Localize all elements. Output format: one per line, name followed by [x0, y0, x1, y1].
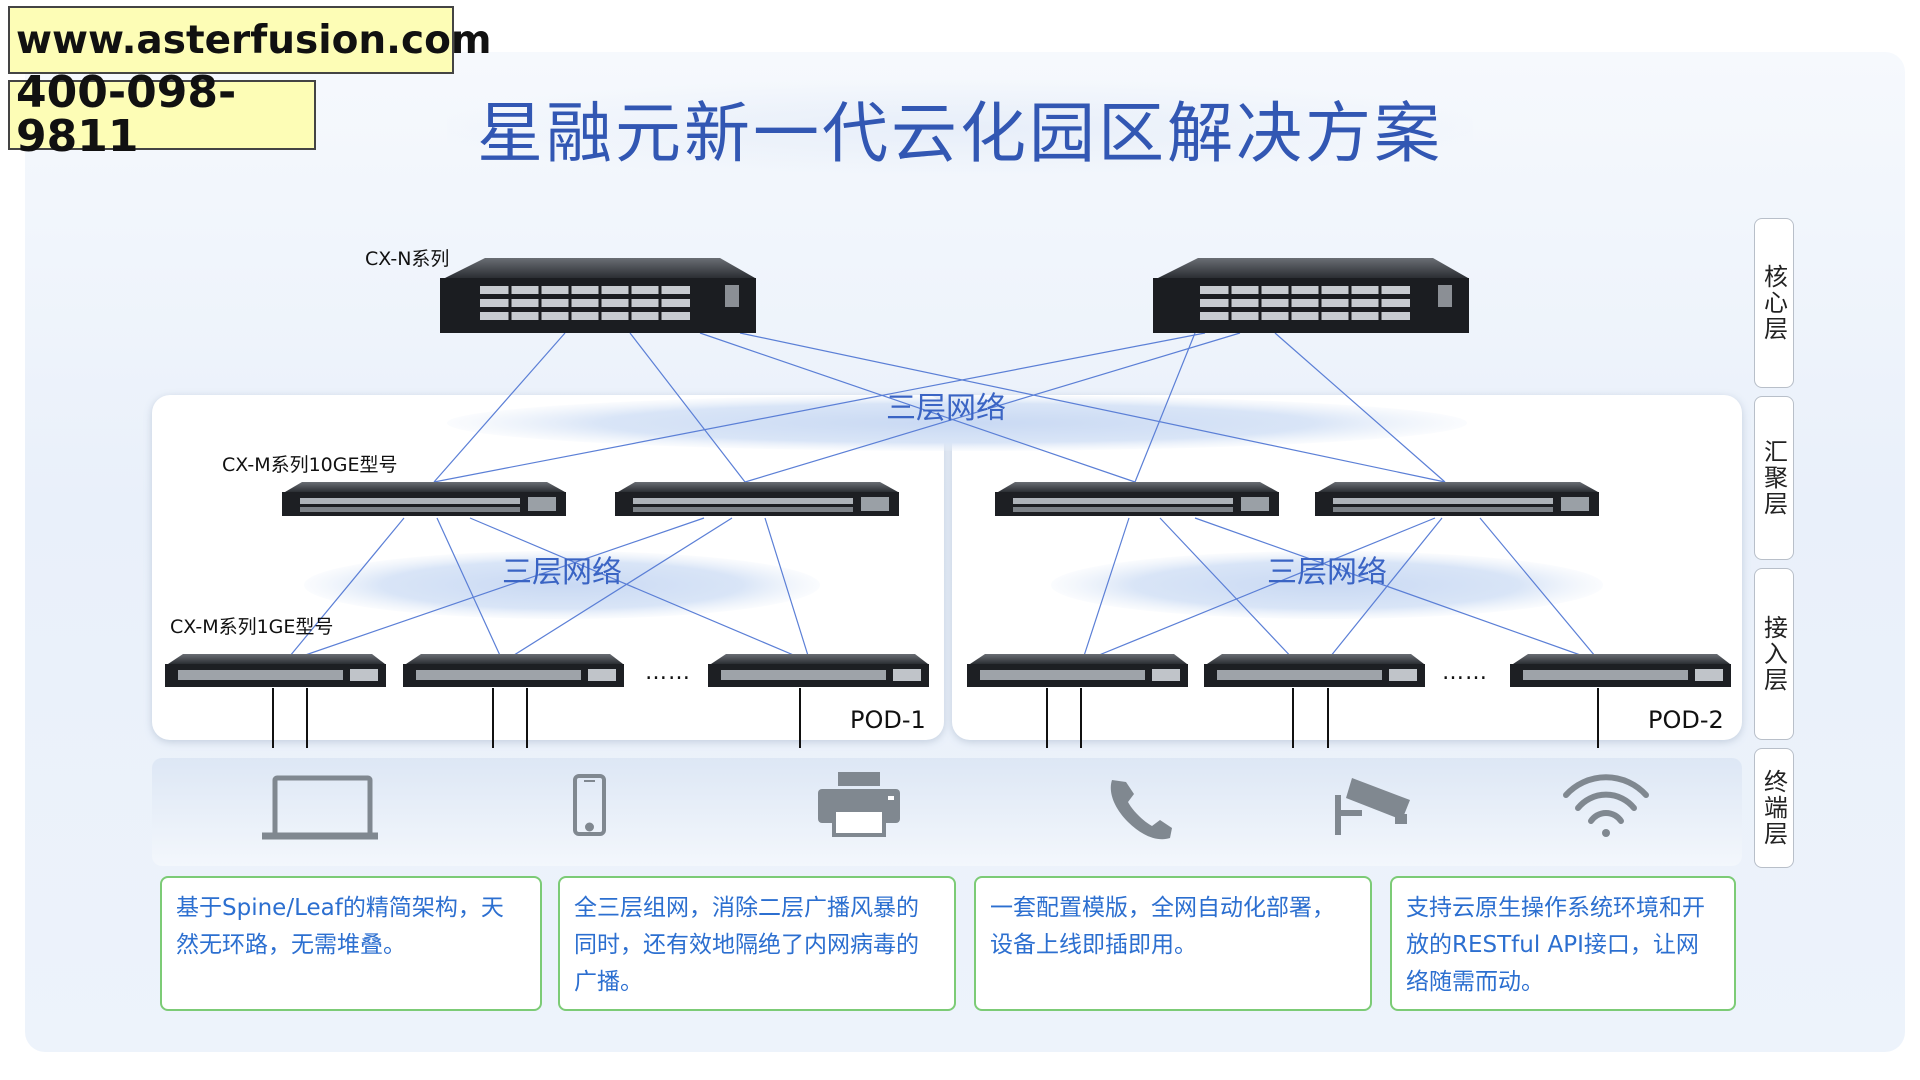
access-switch-2 — [403, 654, 624, 687]
aggregation-switch-4 — [1315, 482, 1599, 516]
link — [502, 517, 733, 663]
link — [1134, 332, 1196, 483]
access-switch-5 — [1204, 654, 1425, 687]
access-switch-6 — [1510, 654, 1731, 687]
core-switch-1 — [440, 258, 756, 333]
core-network-label: 三层网络 — [886, 391, 1006, 426]
layer-terminal: 终端层 — [1754, 748, 1794, 868]
pod1-network-label: 三层网络 — [502, 555, 622, 590]
pod2-network-cloud — [1051, 551, 1603, 619]
feature-box-2: 全三层组网，消除二层广播风暴的同时，还有效地隔绝了内网病毒的广播。 — [558, 876, 956, 1011]
wifi-icon — [1563, 774, 1649, 837]
pod1-links — [284, 517, 811, 663]
link — [433, 332, 1206, 483]
link — [436, 517, 504, 663]
access-switch-1 — [165, 654, 386, 687]
link — [284, 517, 405, 663]
core-switch-2 — [1153, 258, 1469, 333]
feature-box-1: 基于Spine/Leaf的精简架构，天然无环路，无需堆叠。 — [160, 876, 542, 1011]
aggregation-switch-3 — [995, 482, 1279, 516]
laptop-icon — [262, 775, 378, 840]
printer-icon — [818, 772, 900, 837]
link — [433, 332, 566, 483]
pod1-network-cloud — [304, 551, 820, 619]
core-network-cloud — [447, 395, 1467, 451]
link — [1159, 517, 1297, 663]
pod2-links — [1081, 517, 1601, 663]
core-links — [433, 332, 1446, 483]
link — [629, 332, 746, 483]
more-switches-ellipsis-2: …… — [1442, 660, 1488, 685]
feature-box-4: 支持云原生操作系统环境和开放的RESTful API接口，让网络随需而动。 — [1390, 876, 1736, 1011]
link — [1081, 517, 1436, 663]
feature-box-3: 一套配置模版，全网自动化部署，设备上线即插即用。 — [974, 876, 1372, 1011]
link — [699, 332, 1136, 483]
aggregation-switch-2 — [615, 482, 899, 516]
link — [1081, 517, 1130, 663]
link — [469, 517, 811, 663]
core-device-label: CX-N系列 — [365, 248, 450, 270]
access-device-label: CX-M系列1GE型号 — [170, 616, 334, 638]
layer-core: 核心层 — [1754, 218, 1794, 388]
access-switch-4 — [967, 654, 1188, 687]
access-switch-3 — [708, 654, 929, 687]
page-title: 星融元新一代云化园区解决方案 — [0, 80, 1920, 176]
link — [284, 517, 705, 663]
link — [764, 517, 811, 663]
phone-badge[interactable]: 400-098-9811 — [8, 71, 316, 159]
layer-access: 接入层 — [1754, 568, 1794, 740]
link — [1274, 332, 1446, 483]
link — [739, 332, 1446, 483]
link — [1325, 517, 1443, 663]
pod-2-label: POD-2 — [1648, 706, 1724, 734]
pod2-network-label: 三层网络 — [1267, 555, 1387, 590]
aggregation-device-label: CX-M系列10GE型号 — [222, 454, 398, 476]
link — [744, 332, 1241, 483]
link — [1194, 517, 1601, 663]
mobile-phone-icon — [573, 774, 606, 836]
more-switches-ellipsis-1: …… — [645, 660, 691, 685]
aggregation-switch-1 — [282, 482, 566, 516]
terminal-band — [152, 758, 1742, 866]
website-badge[interactable]: www.asterfusion.com — [8, 6, 492, 74]
telephone-icon — [1110, 780, 1172, 840]
link — [1479, 517, 1601, 663]
access-downlinks — [272, 688, 1599, 748]
layer-aggregation: 汇聚层 — [1754, 396, 1794, 560]
pod-1-label: POD-1 — [850, 706, 926, 734]
security-camera-icon — [1335, 778, 1410, 835]
